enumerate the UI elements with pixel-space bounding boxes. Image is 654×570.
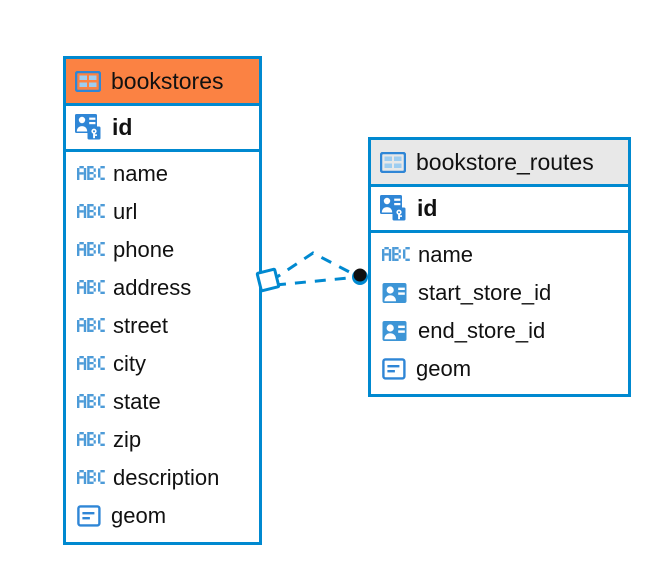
table-icon [380, 151, 406, 173]
entity-title: bookstores [111, 67, 224, 94]
field-label: description [113, 465, 220, 490]
field-row[interactable]: city [66, 345, 259, 383]
field-row[interactable]: geom [66, 497, 259, 535]
primary-key-label: id [112, 114, 133, 140]
field-row[interactable]: start_store_id [371, 274, 628, 312]
relationship-line-lower [274, 275, 360, 287]
field-row[interactable]: zip [66, 421, 259, 459]
relationship-connector[interactable] [255, 243, 375, 305]
field-row[interactable]: url [66, 193, 259, 231]
abc-text-icon [77, 318, 105, 334]
abc-text-icon [77, 394, 105, 410]
field-label: start_store_id [418, 280, 552, 305]
field-row[interactable]: state [66, 383, 259, 421]
field-label: name [418, 242, 474, 267]
field-row[interactable]: phone [66, 231, 259, 269]
field-row[interactable]: end_store_id [371, 312, 628, 350]
primary-key-icon [380, 195, 410, 222]
primary-key-icon [75, 114, 105, 141]
entity-header-bookstores[interactable]: bookstores [66, 59, 259, 106]
field-label: address [113, 275, 192, 300]
field-label: name [113, 161, 169, 186]
field-label: end_store_id [418, 318, 546, 343]
field-row[interactable]: geom [371, 350, 628, 388]
field-list-bookstores: name u [66, 152, 259, 535]
relationship-line-upper [270, 251, 360, 283]
filled-circle-icon [352, 268, 368, 285]
field-label: state [113, 389, 161, 414]
primary-key-label: id [417, 195, 438, 221]
field-label: geom [111, 503, 167, 528]
field-label: phone [113, 237, 175, 262]
field-label: geom [416, 356, 472, 381]
foreign-key-icon [382, 282, 410, 305]
abc-text-icon [77, 242, 105, 258]
entity-title: bookstore_routes [416, 148, 594, 175]
field-row[interactable]: description [66, 459, 259, 497]
abc-text-icon [77, 432, 105, 448]
abc-text-icon [77, 204, 105, 220]
table-icon [75, 70, 101, 92]
abc-text-icon [382, 247, 410, 263]
abc-text-icon [77, 166, 105, 182]
entity-bookstore-routes[interactable]: bookstore_routes id [368, 137, 631, 397]
field-label: street [113, 313, 169, 338]
field-row[interactable]: name [371, 236, 628, 274]
primary-key-row[interactable]: id [371, 187, 628, 233]
field-row[interactable]: name [66, 155, 259, 193]
abc-text-icon [77, 356, 105, 372]
foreign-key-icon [382, 320, 410, 343]
geometry-icon [77, 504, 103, 528]
primary-key-row[interactable]: id [66, 106, 259, 152]
abc-text-icon [77, 470, 105, 486]
field-list-bookstore-routes: name start_store_id [371, 233, 628, 388]
geometry-icon [382, 357, 408, 381]
abc-text-icon [77, 280, 105, 296]
field-label: city [113, 351, 146, 376]
field-label: url [113, 199, 138, 224]
entity-bookstores[interactable]: bookstores id [63, 56, 262, 545]
entity-header-bookstore-routes[interactable]: bookstore_routes [371, 140, 628, 187]
field-row[interactable]: address [66, 269, 259, 307]
field-row[interactable]: street [66, 307, 259, 345]
field-label: zip [113, 427, 142, 452]
